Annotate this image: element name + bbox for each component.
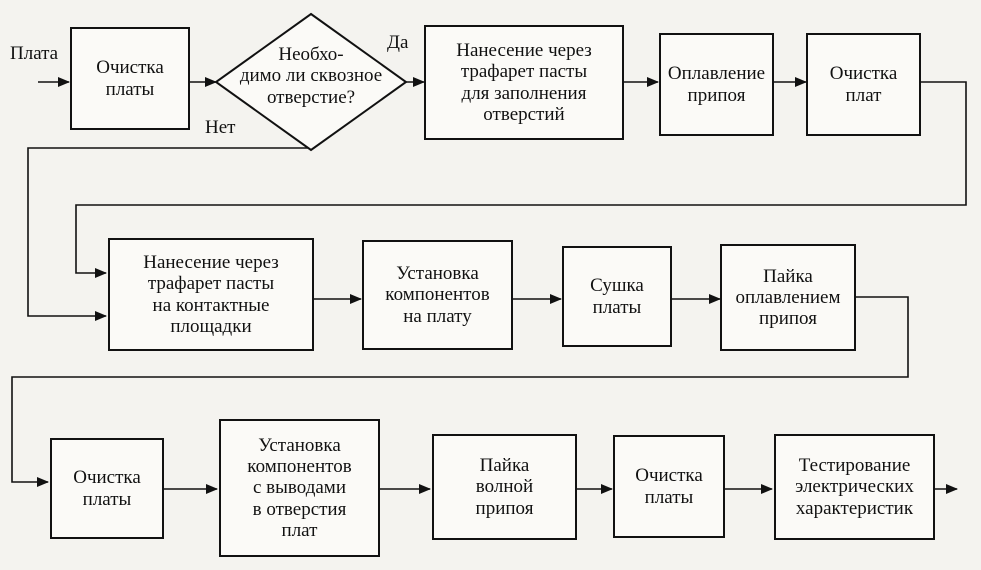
step-solder-reflow: Оплавление припоя (659, 33, 774, 136)
step-component-placement: Установка компонентов на плату (362, 240, 513, 350)
step-label: Очистка плат (829, 63, 898, 106)
step-board-cleaning-3: Очистка платы (613, 435, 725, 538)
step-label: Очистка платы (73, 467, 141, 510)
step-label: Пайка волной припоя (475, 455, 534, 519)
step-label: Пайка оплавлением припоя (735, 265, 841, 330)
step-reflow-soldering: Пайка оплавлением припоя (720, 244, 856, 351)
step-board-drying: Сушка платы (562, 246, 672, 347)
step-label: Установка компонентов с выводами в отвер… (247, 434, 352, 541)
step-electrical-testing: Тестирование электрических характеристик (774, 434, 935, 540)
step-label: Нанесение через трафарет пасты на контак… (143, 251, 279, 337)
step-label: Установка компонентов на плату (385, 263, 490, 327)
step-through-hole-insertion: Установка компонентов с выводами в отвер… (219, 419, 380, 557)
step-boards-cleaning: Очистка плат (806, 33, 921, 136)
arrow-no (27, 147, 311, 321)
decision-diamond (214, 12, 408, 152)
step-label: Нанесение через трафарет пасты для запол… (456, 39, 592, 125)
step-label: Оплавление припоя (667, 63, 766, 106)
step-paste-pads: Нанесение через трафарет пасты на контак… (108, 238, 314, 351)
input-label: Плата (10, 43, 59, 64)
yes-label: Да (387, 32, 409, 53)
decision-text: Необхо- димо ли сквозное отверстие? (239, 44, 383, 108)
step-label: Очистка платы (96, 57, 164, 100)
arrow-row2-to-row3 (11, 296, 909, 487)
step-wave-soldering: Пайка волной припоя (432, 434, 577, 540)
step-label: Тестирование электрических характеристик (795, 455, 914, 519)
step-label: Очистка платы (635, 465, 703, 508)
no-label: Нет (205, 117, 236, 138)
arrow-row1-to-row2 (75, 81, 967, 278)
step-board-cleaning-2: Очистка платы (50, 438, 164, 539)
step-paste-hole-fill: Нанесение через трафарет пасты для запол… (424, 25, 624, 140)
step-label: Сушка платы (590, 275, 644, 318)
step-board-cleaning: Очистка платы (70, 27, 190, 130)
